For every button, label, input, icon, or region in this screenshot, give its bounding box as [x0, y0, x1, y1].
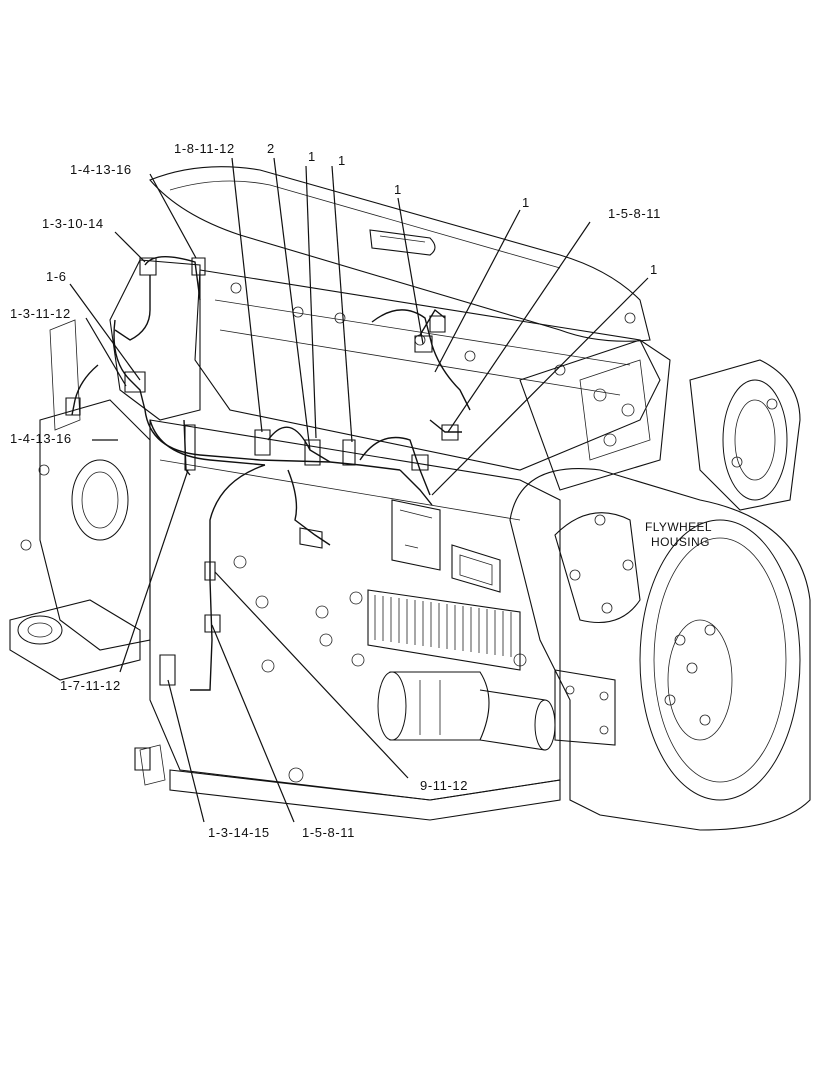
ecm-module	[367, 544, 521, 671]
callout-label-c8: 1	[522, 195, 530, 210]
leader-c15	[214, 571, 409, 779]
front-cover	[9, 259, 201, 681]
leader-c3	[305, 165, 317, 439]
callout-label-c11: 1	[650, 262, 658, 277]
leader-c8	[434, 209, 521, 373]
leader-c6	[114, 231, 146, 263]
callout-label-c7: 1	[394, 182, 402, 197]
starter-motor	[377, 671, 556, 751]
callout-label-c14: 1-7-11-12	[60, 678, 121, 693]
callout-label-c10: 1-6	[46, 269, 67, 284]
callout-label-c4: 1	[338, 153, 346, 168]
leader-c10	[69, 283, 141, 381]
leader-c17	[211, 624, 295, 823]
callout-label-c16: 1-3-14-15	[208, 825, 270, 840]
leader-lines	[69, 157, 649, 823]
callout-labels: 1-8-11-12 2 1 1 1-4-13-16 1-3-10-14 1 1 …	[10, 141, 712, 840]
callout-label-c3: 1	[308, 149, 316, 164]
callout-label-c17: 1-5-8-11	[302, 825, 355, 840]
callout-label-c12: 1-3-11-12	[10, 306, 71, 321]
leader-c12	[85, 317, 127, 387]
callout-label-c9: 1-5-8-11	[608, 206, 661, 221]
leader-c7	[397, 197, 424, 345]
oil-pan	[139, 744, 561, 821]
leader-c4	[331, 165, 353, 443]
callout-label-c5: 1-4-13-16	[70, 162, 132, 177]
callout-label-c15: 9-11-12	[420, 778, 468, 793]
leader-c1	[231, 157, 263, 433]
wiring-harness	[65, 256, 471, 771]
callout-label-c6: 1-3-10-14	[42, 216, 104, 231]
leader-c5	[149, 173, 197, 259]
cylinder-head	[194, 269, 671, 491]
engine-illustration	[9, 166, 811, 831]
flywheel-housing-label-line1: FLYWHEEL	[645, 520, 712, 534]
callout-label-c1: 1-8-11-12	[174, 141, 235, 156]
flywheel-housing-label-line2: HOUSING	[651, 535, 710, 549]
leader-c2	[273, 157, 311, 451]
leader-c9	[447, 221, 591, 433]
valve-cover	[149, 166, 651, 376]
flywheel-housing	[509, 359, 811, 831]
leader-c16	[167, 679, 205, 823]
callout-label-c13: 1-4-13-16	[10, 431, 72, 446]
callout-label-c2: 2	[267, 141, 275, 156]
leader-c11	[431, 277, 649, 496]
leader-c14	[119, 469, 189, 673]
